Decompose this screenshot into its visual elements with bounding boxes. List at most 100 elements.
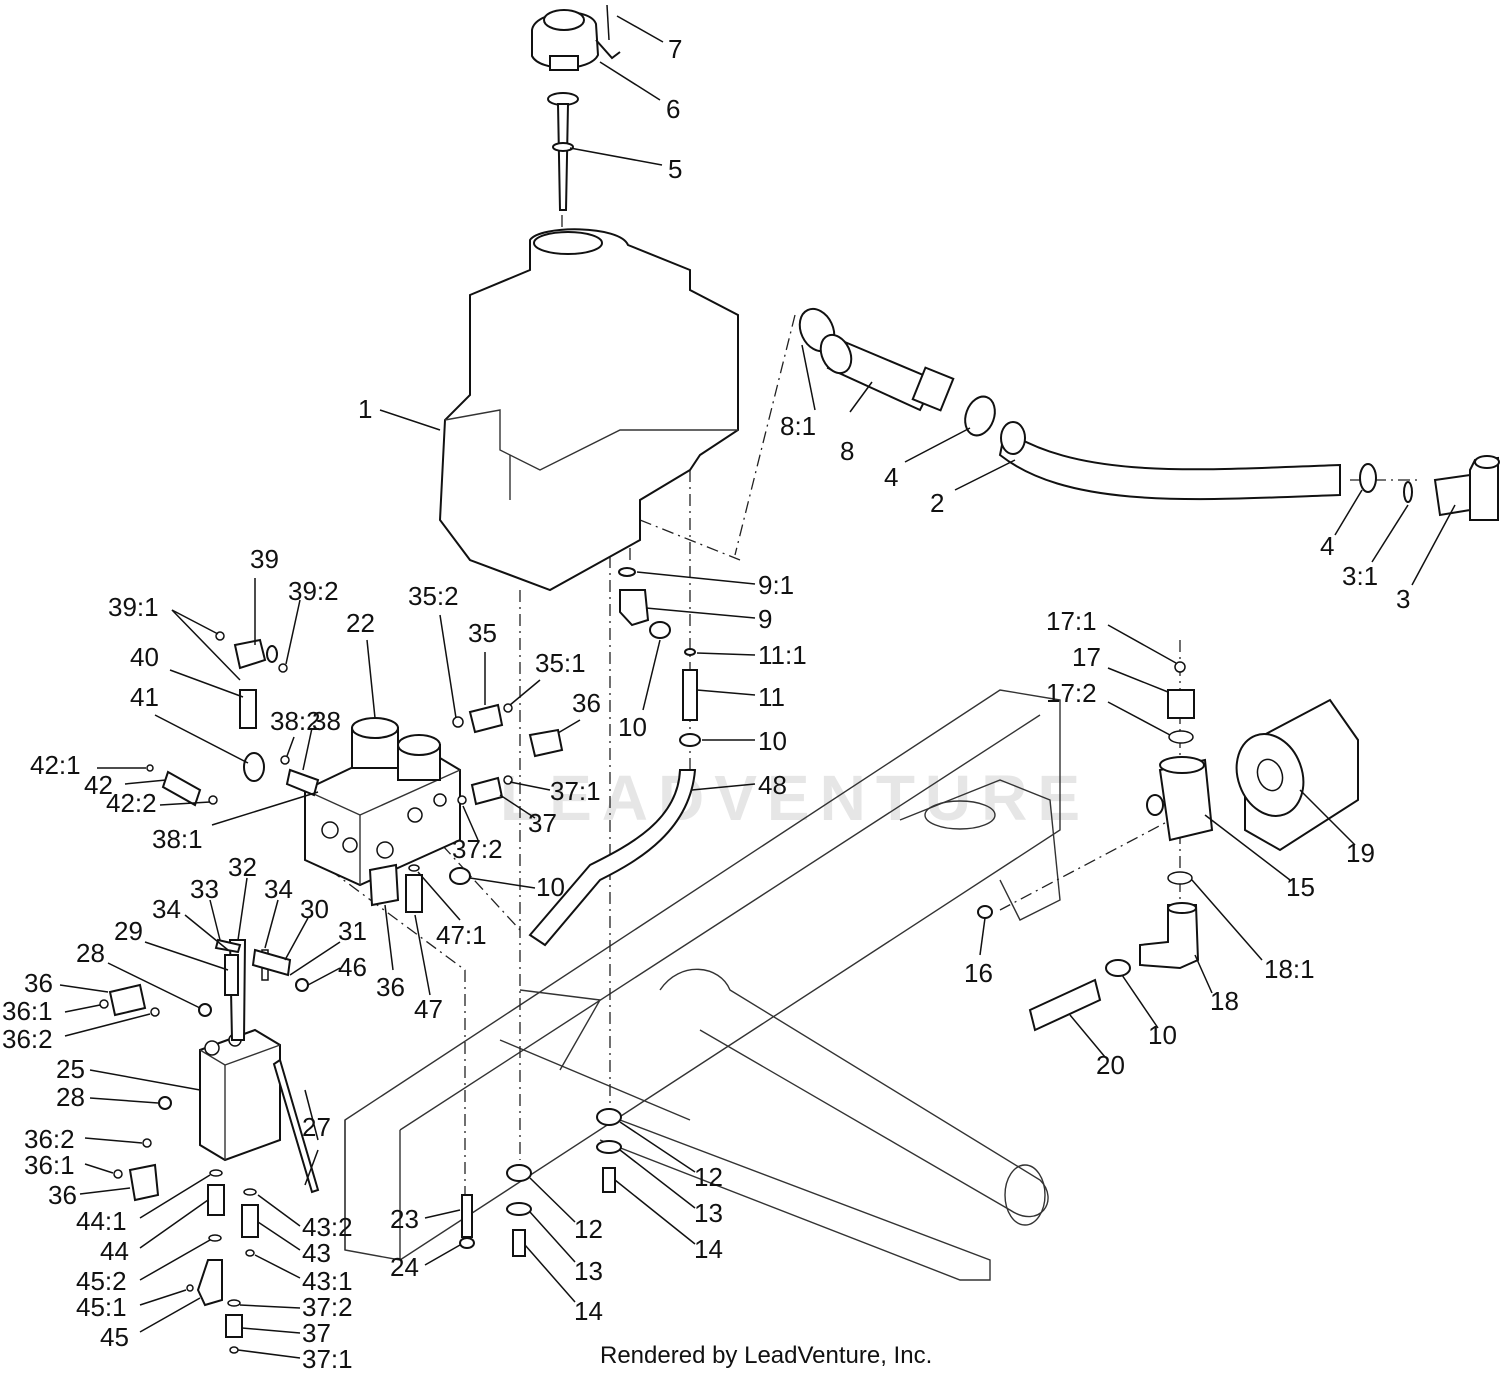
bolt-27 bbox=[272, 1058, 320, 1194]
lever-30 bbox=[251, 948, 292, 977]
callout-35-1: 35:1 bbox=[535, 648, 586, 678]
callout-36-1a: 36:1 bbox=[2, 996, 53, 1026]
fitting-17 bbox=[1167, 689, 1195, 719]
callout-16: 16 bbox=[964, 958, 993, 988]
link-29 bbox=[224, 954, 239, 996]
callout-36-2b: 36:2 bbox=[24, 1124, 75, 1154]
oil-filter-19 bbox=[1235, 698, 1359, 852]
callout-7: 7 bbox=[668, 34, 682, 64]
chassis-frame bbox=[344, 689, 1061, 1281]
callout-11-1: 11:1 bbox=[758, 640, 807, 670]
fitting-38 bbox=[285, 768, 320, 797]
callout-36a: 36 bbox=[572, 688, 601, 718]
callout-45: 45 bbox=[100, 1322, 129, 1352]
callout-47-1: 47:1 bbox=[436, 920, 487, 950]
callout-9: 9 bbox=[758, 604, 772, 634]
o-ring-35-2 bbox=[452, 716, 464, 728]
callout-9-1: 9:1 bbox=[758, 570, 794, 600]
callout-10b: 10 bbox=[758, 726, 787, 756]
callout-37a: 37 bbox=[528, 808, 557, 838]
callout-11: 11 bbox=[758, 682, 785, 712]
washer-28a bbox=[198, 1003, 212, 1017]
callout-27: 27 bbox=[302, 1112, 331, 1142]
callout-19: 19 bbox=[1346, 838, 1375, 868]
callout-43: 43 bbox=[302, 1238, 331, 1268]
callout-3-1: 3:1 bbox=[1342, 561, 1378, 591]
fitting-47 bbox=[405, 874, 423, 913]
callout-4b: 4 bbox=[1320, 531, 1334, 561]
callout-12a: 12 bbox=[694, 1162, 723, 1192]
o-ring-18-1 bbox=[1167, 871, 1193, 885]
hose-clamp-4a bbox=[964, 395, 996, 437]
callout-14b: 14 bbox=[574, 1296, 603, 1326]
callout-37-2a: 37:2 bbox=[452, 834, 503, 864]
callout-10d: 10 bbox=[1148, 1020, 1177, 1050]
callout-36d: 36 bbox=[48, 1180, 77, 1210]
suction-hose bbox=[998, 428, 1341, 501]
callout-28b: 28 bbox=[56, 1082, 85, 1112]
callout-43-2: 43:2 bbox=[302, 1212, 353, 1242]
callout-23: 23 bbox=[390, 1204, 419, 1234]
callout-38-2: 38:2 bbox=[270, 706, 321, 736]
callout-10c: 10 bbox=[536, 872, 565, 902]
o-ring-37-2a bbox=[457, 795, 467, 805]
elbow-36b bbox=[368, 863, 400, 907]
callout-47: 47 bbox=[414, 994, 443, 1024]
fitting-37a bbox=[470, 776, 504, 806]
watermark: LEADVENTURE bbox=[500, 762, 1090, 834]
o-ring-38-2 bbox=[280, 755, 290, 765]
nut-46 bbox=[295, 978, 309, 992]
callout-13a: 13 bbox=[694, 1198, 723, 1228]
callout-36-1b: 36:1 bbox=[24, 1150, 75, 1180]
callout-1: 1 bbox=[358, 394, 372, 424]
o-ring-42-2 bbox=[208, 795, 218, 805]
fitting-41 bbox=[243, 752, 265, 782]
callout-15: 15 bbox=[1286, 872, 1315, 902]
callout-20: 20 bbox=[1096, 1050, 1125, 1080]
callout-34b: 34 bbox=[152, 894, 181, 924]
filter-head-15 bbox=[1146, 756, 1214, 842]
callout-2: 2 bbox=[930, 488, 944, 518]
hose-clamp-4b bbox=[1359, 463, 1377, 493]
hose-end bbox=[1000, 421, 1026, 455]
callout-17: 17 bbox=[1072, 642, 1101, 672]
callout-39-1: 39:1 bbox=[108, 592, 159, 622]
washer-28b bbox=[158, 1096, 172, 1110]
hose-20 bbox=[1028, 978, 1102, 1032]
elbow-36c bbox=[108, 983, 147, 1017]
callout-14a: 14 bbox=[694, 1234, 723, 1264]
callout-31: 31 bbox=[338, 916, 367, 946]
isolator-12b bbox=[506, 1164, 532, 1182]
o-ring-45-1 bbox=[186, 1284, 194, 1292]
stud-23 bbox=[461, 1194, 473, 1238]
callout-46: 46 bbox=[338, 952, 367, 982]
dipstick-seal bbox=[552, 142, 574, 152]
o-ring-42-1 bbox=[146, 764, 154, 772]
callout-32: 32 bbox=[228, 852, 257, 882]
o-ring-44-1 bbox=[209, 1169, 223, 1177]
elbow-fitting-9 bbox=[619, 589, 650, 627]
callout-8: 8 bbox=[840, 436, 854, 466]
callout-42-1: 42:1 bbox=[30, 750, 81, 780]
callout-36-2a: 36:2 bbox=[2, 1024, 53, 1054]
washer-13a bbox=[596, 1140, 622, 1154]
o-ring-35-1 bbox=[503, 703, 513, 713]
callout-18: 18 bbox=[1210, 986, 1239, 1016]
hose-clamp-10a bbox=[649, 621, 671, 639]
callout-17-2: 17:2 bbox=[1046, 678, 1097, 708]
o-ring-37-2b bbox=[227, 1299, 241, 1307]
callout-3: 3 bbox=[1396, 584, 1410, 614]
callout-42: 42 bbox=[84, 770, 113, 800]
valve-block-25 bbox=[199, 1028, 281, 1162]
callout-43-1: 43:1 bbox=[302, 1266, 353, 1296]
callout-6: 6 bbox=[666, 94, 680, 124]
callout-13b: 13 bbox=[574, 1256, 603, 1286]
callout-10a: 10 bbox=[618, 712, 647, 742]
elbow-fitting-3 bbox=[1433, 455, 1500, 521]
fitting-37b bbox=[225, 1314, 243, 1338]
plug-42 bbox=[161, 770, 202, 807]
bolt-14a bbox=[602, 1167, 616, 1193]
render-credit: Rendered by LeadVenture, Inc. bbox=[600, 1342, 933, 1369]
callout-37-2b: 37:2 bbox=[302, 1292, 353, 1322]
